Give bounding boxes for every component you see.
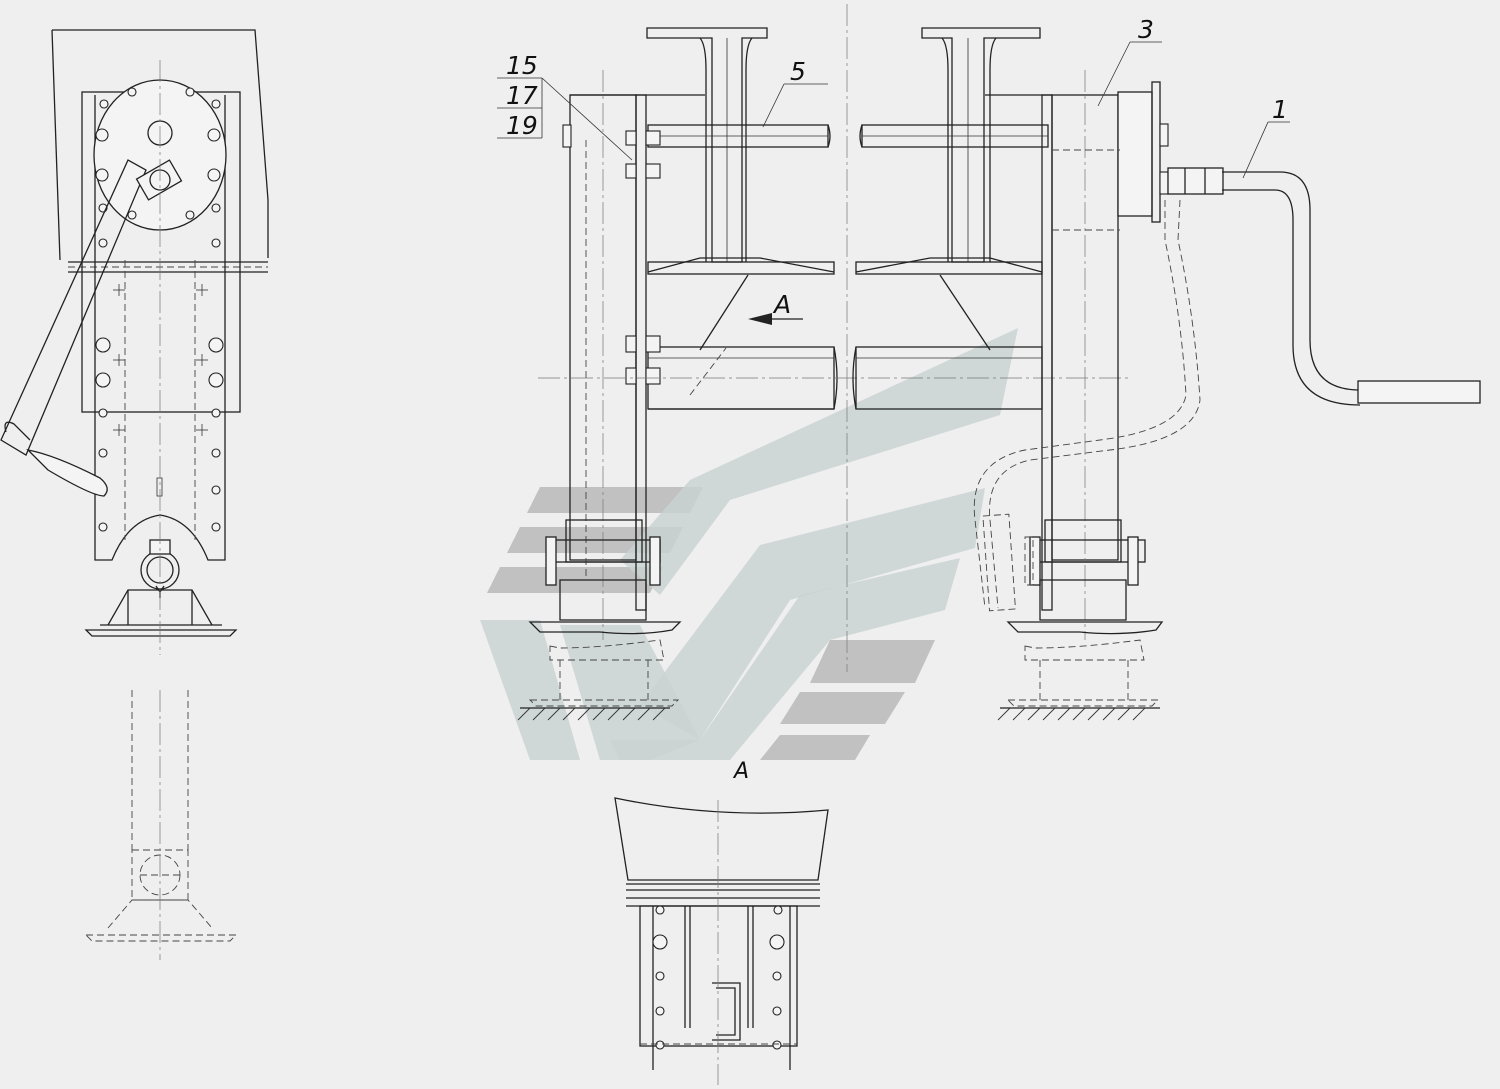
section-a-label: A bbox=[732, 759, 749, 784]
callout-3-label: 3 bbox=[1138, 15, 1154, 44]
callout-5-label: 5 bbox=[790, 57, 806, 86]
watermark-logo-icon bbox=[480, 328, 1018, 760]
universal-joint bbox=[1167, 167, 1224, 195]
callout-1: 1 bbox=[1242, 95, 1290, 179]
crank-handle bbox=[0, 159, 147, 456]
callout-17-label: 17 bbox=[506, 81, 538, 110]
view-a bbox=[614, 797, 829, 1085]
callout-5: 5 bbox=[762, 57, 828, 128]
crank-grip bbox=[1357, 380, 1481, 404]
callout-19-label: 19 bbox=[506, 111, 538, 140]
callout-15-17-19: 15 17 19 bbox=[497, 51, 633, 161]
callout-1-label: 1 bbox=[1272, 95, 1288, 124]
view-arrow-a-label: A bbox=[772, 290, 791, 319]
front-view-left bbox=[517, 27, 1130, 721]
view-arrow-a: A bbox=[748, 290, 803, 325]
side-view bbox=[0, 29, 269, 655]
gearbox-housing bbox=[1117, 91, 1153, 217]
lower-side-view bbox=[84, 690, 238, 960]
callout-3: 3 bbox=[1097, 15, 1162, 107]
callout-15-label: 15 bbox=[506, 51, 538, 80]
crank-handle-shaft bbox=[1222, 171, 1361, 391]
front-view-right bbox=[852, 27, 1481, 721]
